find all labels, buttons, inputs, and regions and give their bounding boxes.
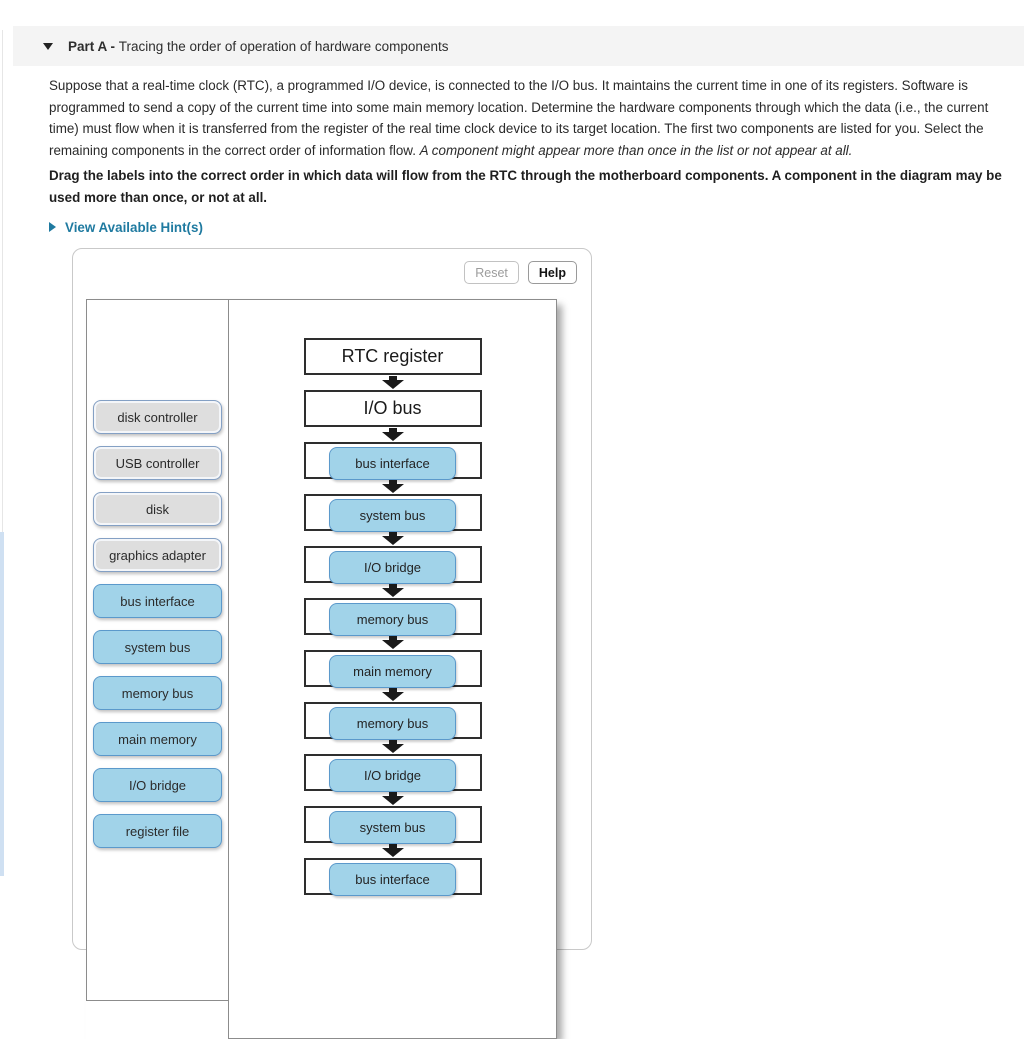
drop-slot-6[interactable]: memory bus xyxy=(303,702,482,740)
draggable-label-io-bridge[interactable]: I/O bridge xyxy=(93,768,222,802)
activity-board: disk controller USB controller disk grap… xyxy=(86,299,557,1039)
dropped-label-io-bridge[interactable]: I/O bridge xyxy=(329,551,456,584)
draggable-label-disk[interactable]: disk xyxy=(93,492,222,526)
problem-statement-italic: A component might appear more than once … xyxy=(419,142,853,158)
part-title-bold: Part A - xyxy=(68,38,119,54)
part-title: Part A - Tracing the order of operation … xyxy=(68,39,448,54)
dropped-label-memory-bus-2[interactable]: memory bus xyxy=(329,707,456,740)
dropped-label-io-bridge-2[interactable]: I/O bridge xyxy=(329,759,456,792)
drop-slot-7[interactable]: I/O bridge xyxy=(303,754,482,792)
down-arrow-icon xyxy=(381,792,404,805)
problem-statement: Suppose that a real-time clock (RTC), a … xyxy=(49,75,1015,161)
dropped-label-system-bus[interactable]: system bus xyxy=(329,499,456,532)
page-left-scroll-hint xyxy=(0,532,4,876)
draggable-label-usb-controller[interactable]: USB controller xyxy=(93,446,222,480)
draggable-label-disk-controller[interactable]: disk controller xyxy=(93,400,222,434)
drop-slot-1[interactable]: bus interface xyxy=(303,442,482,480)
down-arrow-icon xyxy=(381,636,404,649)
reset-button[interactable]: Reset xyxy=(464,261,519,284)
drop-slot-9[interactable]: bus interface xyxy=(303,858,482,896)
down-arrow-icon xyxy=(381,532,404,545)
dropped-label-main-memory[interactable]: main memory xyxy=(329,655,456,688)
dropped-label-system-bus-2[interactable]: system bus xyxy=(329,811,456,844)
part-content: Suppose that a real-time clock (RTC), a … xyxy=(49,66,1015,1039)
draggable-label-main-memory[interactable]: main memory xyxy=(93,722,222,756)
help-button[interactable]: Help xyxy=(527,261,577,284)
drop-slot-3[interactable]: I/O bridge xyxy=(303,546,482,584)
flow-box-rtc-register: RTC register xyxy=(303,338,482,375)
dropped-label-bus-interface-2[interactable]: bus interface xyxy=(329,863,456,896)
drop-slot-2[interactable]: system bus xyxy=(303,494,482,532)
draggable-label-bus-interface[interactable]: bus interface xyxy=(93,584,222,618)
dropped-label-bus-interface[interactable]: bus interface xyxy=(329,447,456,480)
down-arrow-icon xyxy=(381,480,404,493)
activity-toolbar: Reset Help xyxy=(464,261,577,284)
down-arrow-icon xyxy=(381,376,404,389)
down-arrow-icon xyxy=(381,740,404,753)
drop-slot-4[interactable]: memory bus xyxy=(303,598,482,636)
label-palette: disk controller USB controller disk grap… xyxy=(86,299,229,1001)
drop-slot-5[interactable]: main memory xyxy=(303,650,482,688)
drag-instruction: Drag the labels into the correct order i… xyxy=(49,168,1002,205)
down-arrow-icon xyxy=(381,584,404,597)
view-hints-link[interactable]: View Available Hint(s) xyxy=(65,219,203,235)
down-arrow-icon xyxy=(381,428,404,441)
collapse-triangle-icon[interactable] xyxy=(43,42,53,50)
page-left-divider xyxy=(2,30,3,876)
part-title-rest: Tracing the order of operation of hardwa… xyxy=(118,38,449,54)
draggable-label-system-bus[interactable]: system bus xyxy=(93,630,222,664)
draggable-label-register-file[interactable]: register file xyxy=(93,814,222,848)
flow-box-io-bus: I/O bus xyxy=(303,390,482,427)
part-a-header[interactable]: Part A - Tracing the order of operation … xyxy=(13,26,1024,66)
hint-toggle[interactable]: View Available Hint(s) xyxy=(49,218,1015,236)
problem-statement-text: Suppose that a real-time clock (RTC), a … xyxy=(49,78,989,158)
drop-slot-8[interactable]: system bus xyxy=(303,806,482,844)
flow-diagram: RTC register I/O bus bus interface syste… xyxy=(228,299,557,1039)
triangle-right-icon xyxy=(49,222,56,232)
drag-drop-activity: Reset Help disk controller USB controlle… xyxy=(72,248,592,1039)
draggable-label-memory-bus[interactable]: memory bus xyxy=(93,676,222,710)
dropped-label-memory-bus[interactable]: memory bus xyxy=(329,603,456,636)
down-arrow-icon xyxy=(381,688,404,701)
down-arrow-icon xyxy=(381,844,404,857)
draggable-label-graphics-adapter[interactable]: graphics adapter xyxy=(93,538,222,572)
